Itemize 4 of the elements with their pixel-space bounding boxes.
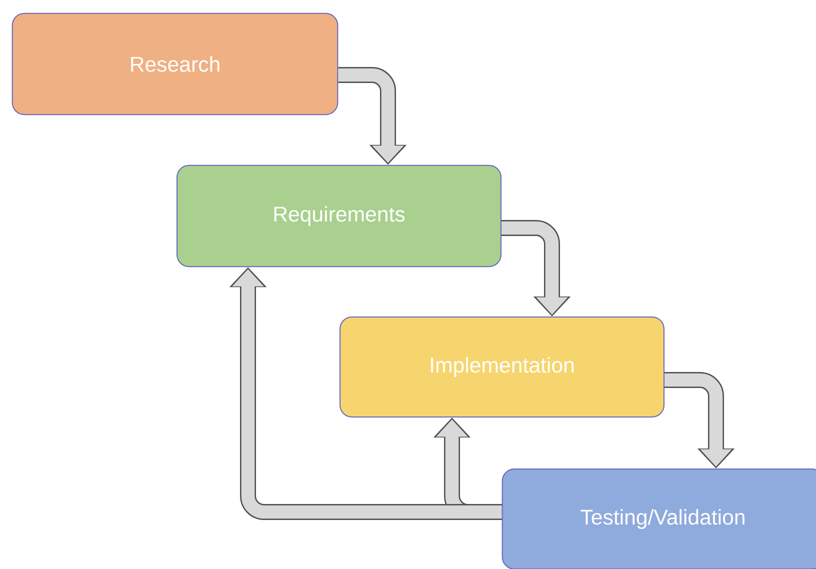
process-box: Implementation bbox=[340, 316, 664, 418]
process-box: Testing/Validation bbox=[502, 468, 816, 569]
process-box: Requirements bbox=[176, 164, 502, 268]
process-box: Research bbox=[12, 12, 338, 116]
